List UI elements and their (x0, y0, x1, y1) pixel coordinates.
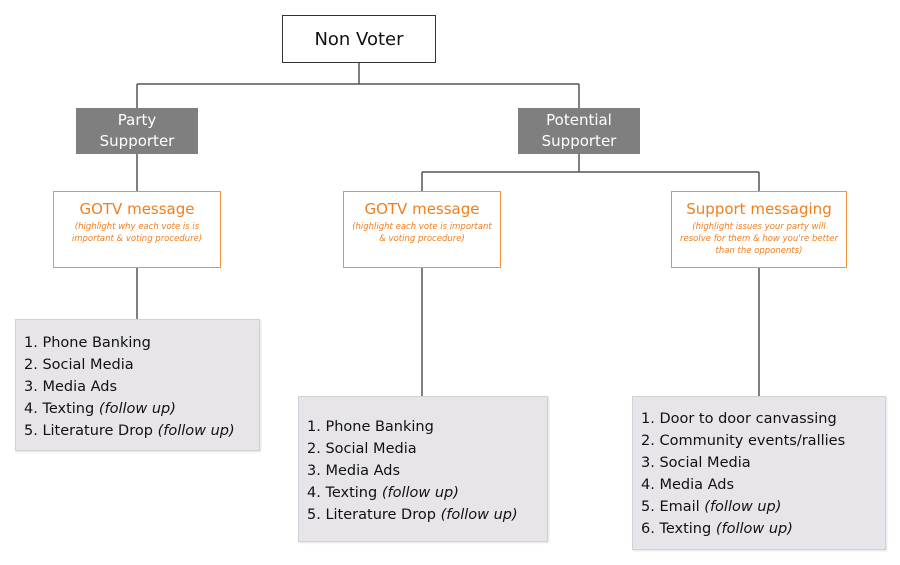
list-item: 2. Community events/rallies (641, 430, 885, 452)
message-potential-gotv: GOTV message (highlight each vote is imp… (343, 191, 501, 268)
item-number: 1. (24, 335, 38, 351)
item-text: Social Media (325, 441, 417, 457)
category-label-line2: Supporter (99, 132, 175, 150)
item-number: 5. (641, 499, 655, 515)
item-text: Social Media (659, 455, 751, 471)
item-text: Texting (659, 521, 712, 537)
category-label-line1: Potential (546, 111, 612, 129)
item-note: (follow up) (381, 485, 459, 501)
list-item: 1. Phone Banking (24, 332, 259, 354)
category-potential-supporter: Potential Supporter (518, 108, 640, 154)
item-number: 3. (307, 463, 321, 479)
item-number: 2. (24, 357, 38, 373)
category-label-line2: Supporter (541, 132, 617, 150)
item-text: Phone Banking (325, 419, 434, 435)
list-item: 4. Texting (follow up) (24, 398, 259, 420)
item-number: 3. (24, 379, 38, 395)
message-party-gotv: GOTV message (highlight why each vote is… (53, 191, 221, 268)
item-text: Media Ads (659, 477, 735, 493)
item-number: 4. (641, 477, 655, 493)
item-text: Literature Drop (325, 507, 436, 523)
item-text: Literature Drop (42, 423, 153, 439)
list-item: 3. Media Ads (24, 376, 259, 398)
item-text: Texting (325, 485, 378, 501)
root-node-non-voter: Non Voter (282, 15, 436, 63)
item-text: Community events/rallies (659, 433, 846, 449)
list-item: 1. Phone Banking (307, 416, 547, 438)
list-item: 2. Social Media (307, 438, 547, 460)
item-number: 1. (307, 419, 321, 435)
list-item: 4. Media Ads (641, 474, 885, 496)
item-number: 4. (24, 401, 38, 417)
message-note: (highlight issues your party will resolv… (680, 222, 838, 256)
list-item: 5. Literature Drop (follow up) (24, 420, 259, 442)
item-text: Texting (42, 401, 95, 417)
item-note: (follow up) (440, 507, 518, 523)
tactics-list-potential-gotv: 1. Phone Banking 2. Social Media 3. Medi… (298, 396, 548, 542)
item-number: 5. (307, 507, 321, 523)
item-number: 2. (641, 433, 655, 449)
message-title: GOTV message (364, 200, 480, 218)
item-text: Door to door canvassing (659, 411, 837, 427)
list-item: 3. Media Ads (307, 460, 547, 482)
list-item: 2. Social Media (24, 354, 259, 376)
list-item: 5. Email (follow up) (641, 496, 885, 518)
message-note: (highlight why each vote is is important… (71, 222, 203, 244)
item-number: 3. (641, 455, 655, 471)
tactics-list-party-gotv: 1. Phone Banking 2. Social Media 3. Medi… (15, 319, 260, 451)
item-text: Social Media (42, 357, 134, 373)
item-number: 5. (24, 423, 38, 439)
message-note: (highlight each vote is important & voti… (352, 222, 492, 244)
root-label: Non Voter (314, 28, 404, 50)
category-label-line1: Party (117, 111, 157, 129)
item-text: Email (659, 499, 700, 515)
message-title: GOTV message (79, 200, 195, 218)
item-number: 4. (307, 485, 321, 501)
list-item: 3. Social Media (641, 452, 885, 474)
item-note: (follow up) (98, 401, 176, 417)
item-text: Phone Banking (42, 335, 151, 351)
item-note: (follow up) (715, 521, 793, 537)
list-item: 5. Literature Drop (follow up) (307, 504, 547, 526)
message-potential-support: Support messaging (highlight issues your… (671, 191, 847, 268)
item-number: 1. (641, 411, 655, 427)
item-note: (follow up) (704, 499, 782, 515)
list-item: 4. Texting (follow up) (307, 482, 547, 504)
item-number: 2. (307, 441, 321, 457)
item-number: 6. (641, 521, 655, 537)
item-note: (follow up) (157, 423, 235, 439)
list-item: 1. Door to door canvassing (641, 408, 885, 430)
message-title: Support messaging (686, 200, 832, 218)
tactics-list-potential-support: 1. Door to door canvassing 2. Community … (632, 396, 886, 550)
list-item: 6. Texting (follow up) (641, 518, 885, 540)
item-text: Media Ads (325, 463, 401, 479)
item-text: Media Ads (42, 379, 118, 395)
category-party-supporter: Party Supporter (76, 108, 198, 154)
